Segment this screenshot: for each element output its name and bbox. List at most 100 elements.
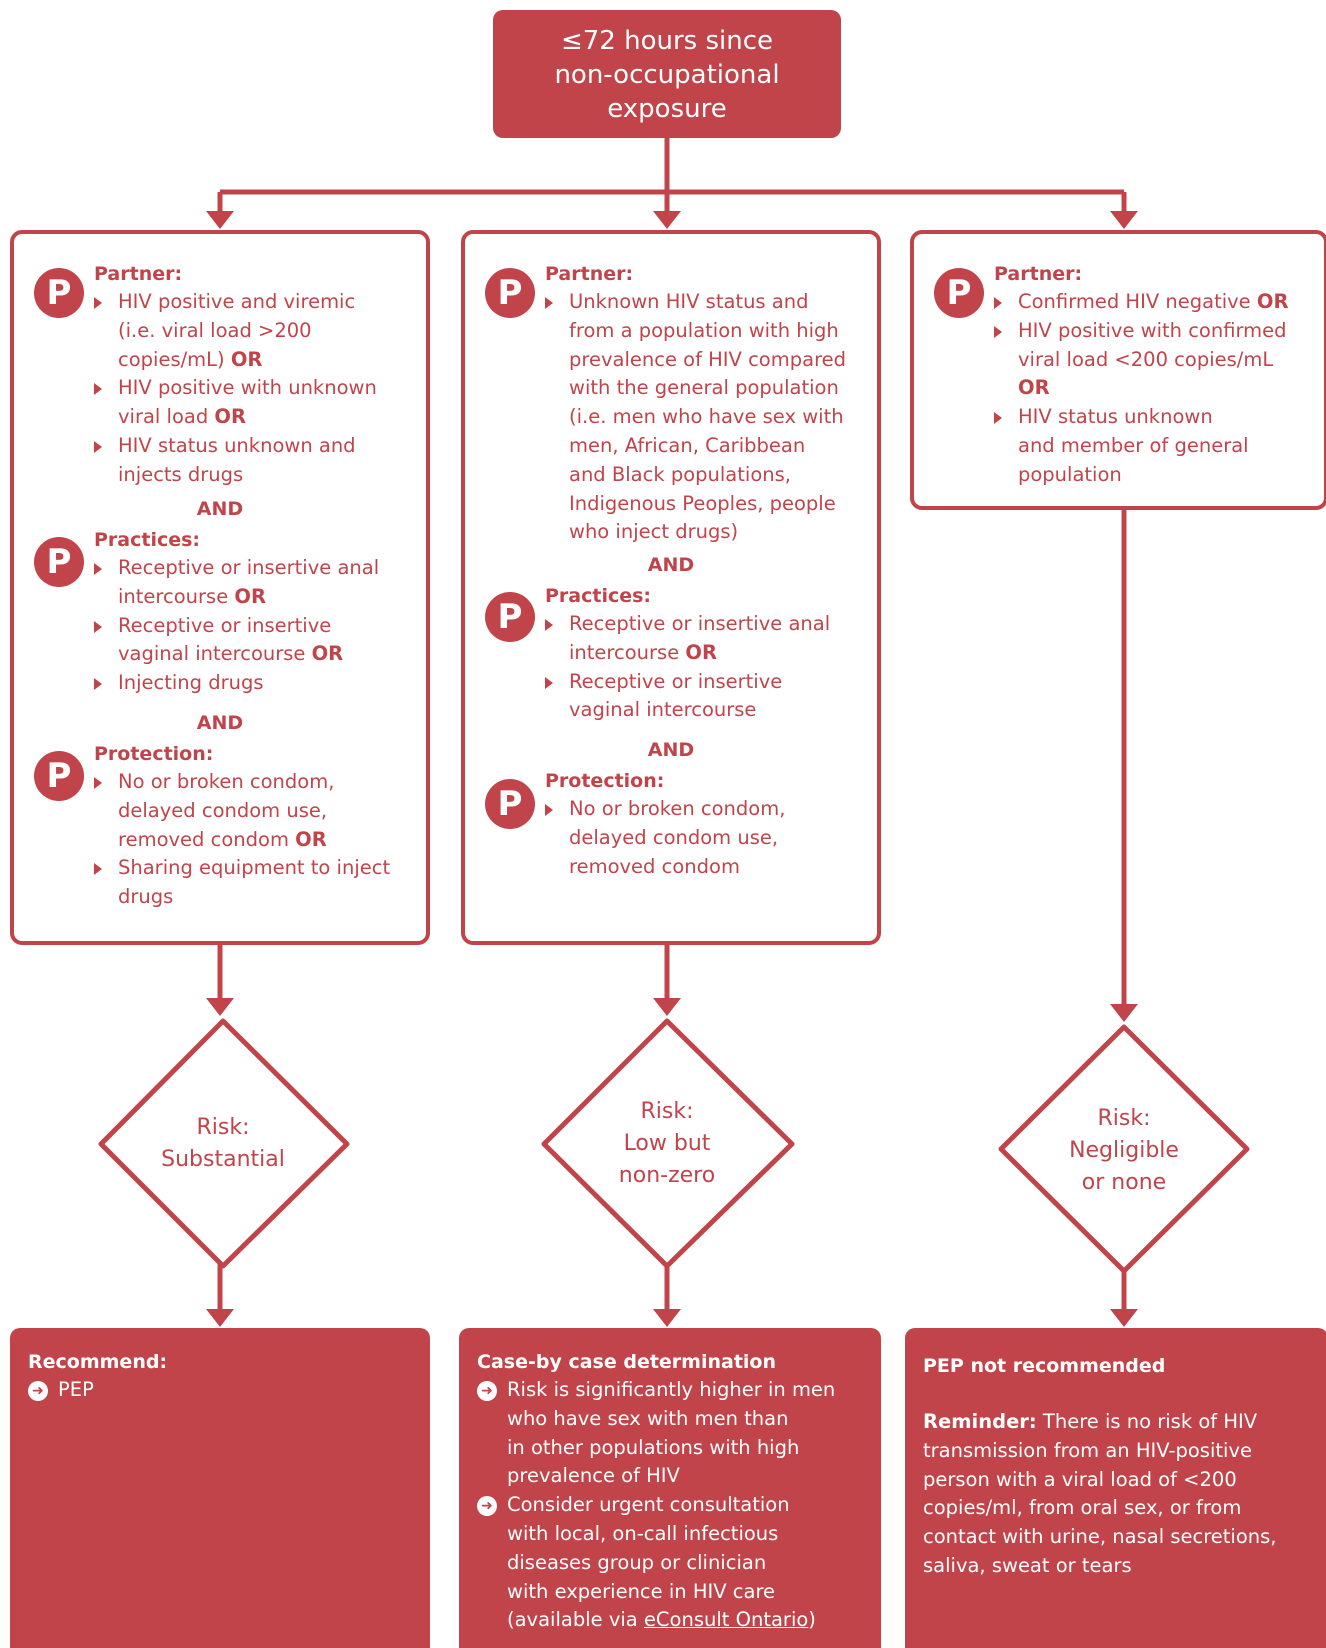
bullet-triangle-icon: [994, 325, 1002, 338]
item-line: HIV status unknown: [1018, 405, 1213, 429]
item-line: men, African, Caribbean: [569, 433, 806, 457]
p-badge-icon: P: [485, 592, 535, 642]
item-line: Receptive or insertive: [569, 669, 783, 693]
or-label: OR: [311, 642, 344, 666]
risk-line: Low but: [623, 1131, 711, 1156]
reminder-line: person with a viral load of <200: [923, 1467, 1237, 1491]
risk-label-substantial: Risk: Substantial: [121, 1112, 325, 1176]
list-item: Sharing equipment to inject drugs: [94, 854, 416, 912]
item-line: viral load: [118, 405, 215, 429]
outcome-title: Case-by case determination: [477, 1351, 776, 1373]
item-line: HIV positive with unknown: [118, 376, 377, 400]
start-line-3: exposure: [607, 94, 727, 124]
bullet-triangle-icon: [994, 297, 1002, 309]
bullet-triangle-icon: [94, 440, 102, 453]
item-line: from a population with high: [569, 318, 839, 342]
list-item: ➜ Risk is significantly higher in men wh…: [477, 1376, 863, 1491]
p-badge-icon: P: [34, 751, 84, 801]
outcome-list: ➜ PEP: [28, 1376, 412, 1405]
outcome-list: ➜ Risk is significantly higher in men wh…: [477, 1376, 863, 1635]
item-line: injects drugs: [118, 462, 244, 486]
list-item: HIV status unknown and injects drugs: [94, 432, 416, 490]
item-line: intercourse: [118, 584, 235, 608]
bullet-triangle-icon: [545, 297, 553, 309]
or-label: OR: [234, 584, 266, 608]
and-label: AND: [196, 498, 244, 520]
item-line: copies/mL): [118, 347, 231, 371]
list-item: Unknown HIV status and from a population…: [545, 288, 867, 547]
list-item: Confirmed HIV negative OR: [994, 288, 1314, 317]
protection-list: No or broken condom, delayed condom use,…: [94, 768, 416, 912]
arrowhead-out1: [206, 1309, 234, 1327]
or-label: OR: [1018, 376, 1050, 400]
item-line: Receptive or insertive anal: [118, 556, 380, 579]
section-title-partner: Partner:: [94, 263, 183, 285]
outcome-line: with experience in HIV care: [507, 1579, 776, 1603]
arrowhead-diamond3: [1110, 1004, 1138, 1022]
item-line: Injecting drugs: [118, 671, 264, 695]
and-label: AND: [647, 554, 695, 576]
list-item: HIV positive and viremic (i.e. viral loa…: [94, 288, 416, 374]
item-line: Indigenous Peoples, people: [569, 491, 836, 515]
or-label: OR: [295, 827, 327, 851]
partner-list: Unknown HIV status and from a population…: [545, 288, 867, 547]
item-line: and member of general: [1018, 433, 1249, 457]
item-line: and Black populations,: [569, 462, 791, 486]
risk-line: Risk:: [1097, 1106, 1151, 1131]
item-line: removed condom: [118, 827, 296, 851]
bullet-triangle-icon: [545, 676, 553, 689]
p-badge-icon: P: [485, 779, 535, 829]
item-line: drugs: [118, 885, 174, 909]
risk-diamond-3: [998, 1024, 1250, 1274]
bullet-triangle-icon: [94, 563, 102, 575]
item-line: Receptive or insertive anal: [569, 612, 831, 635]
bullet-triangle-icon: [994, 412, 1002, 425]
bullet-triangle-icon: [94, 383, 102, 396]
start-line-2: non-occupational: [554, 60, 780, 90]
risk-line: non-zero: [618, 1163, 716, 1188]
list-item: Receptive or insertive vaginal intercour…: [94, 612, 416, 670]
item-line: vaginal intercourse: [118, 642, 312, 666]
reminder-text: Reminder: There is no risk of HIV transm…: [923, 1408, 1310, 1581]
outcome-recommend: Recommend: ➜ PEP: [10, 1328, 430, 1648]
risk-label-low: Risk: Low but non-zero: [566, 1096, 768, 1192]
or-label: OR: [230, 347, 263, 371]
p-badge-icon: P: [34, 268, 84, 318]
item-line: removed condom: [569, 854, 740, 878]
arrowhead-right: [1110, 211, 1138, 229]
item-line: with the general population: [569, 376, 839, 400]
bullet-triangle-icon: [94, 620, 102, 633]
partner-list: HIV positive and viremic (i.e. viral loa…: [94, 288, 416, 490]
item-line: delayed condom use,: [569, 825, 779, 849]
reminder-line: copies/ml, from oral sex, or from: [923, 1496, 1242, 1520]
list-item: Receptive or insertive anal intercourse …: [94, 554, 416, 612]
start-line-1: ≤72 hours since: [560, 26, 774, 56]
outcome-line: Risk is significantly higher in men: [507, 1378, 836, 1401]
item-line: prevalence of HIV compared: [569, 347, 847, 371]
item-line: Receptive or insertive: [118, 613, 332, 637]
reminder-line: There is no risk of HIV: [1036, 1410, 1258, 1433]
arrow-circle-icon: ➜: [477, 1381, 497, 1401]
risk-line: Risk:: [196, 1115, 250, 1140]
practices-list: Receptive or insertive anal intercourse …: [94, 554, 416, 698]
outcome-line: with local, on-call infectious: [507, 1521, 779, 1545]
list-item: No or broken condom, delayed condom use,…: [545, 795, 867, 881]
list-item: Receptive or insertive anal intercourse …: [545, 610, 867, 668]
item-line: who inject drugs): [569, 520, 739, 544]
partner-list: Confirmed HIV negative OR HIV positive w…: [994, 288, 1314, 490]
outcome-not-recommended: PEP not recommended Reminder: There is n…: [905, 1328, 1326, 1648]
criteria-card-low: P Partner: Unknown HIV status and from a…: [461, 230, 881, 945]
item-line: delayed condom use,: [118, 798, 328, 822]
list-item: HIV status unknown and member of general…: [994, 403, 1314, 489]
outcome-title: PEP not recommended: [923, 1355, 1166, 1377]
econsult-link[interactable]: eConsult Ontario: [643, 1608, 809, 1632]
section-title-practices: Practices:: [94, 529, 201, 551]
outcome-line: ): [808, 1608, 816, 1632]
risk-line: Negligible: [1069, 1138, 1179, 1163]
item-line: intercourse: [569, 640, 686, 664]
reminder-label: Reminder:: [923, 1410, 1037, 1433]
p-badge-icon: P: [934, 268, 984, 318]
or-label: OR: [685, 640, 717, 664]
outcome-title: Recommend:: [28, 1351, 168, 1373]
